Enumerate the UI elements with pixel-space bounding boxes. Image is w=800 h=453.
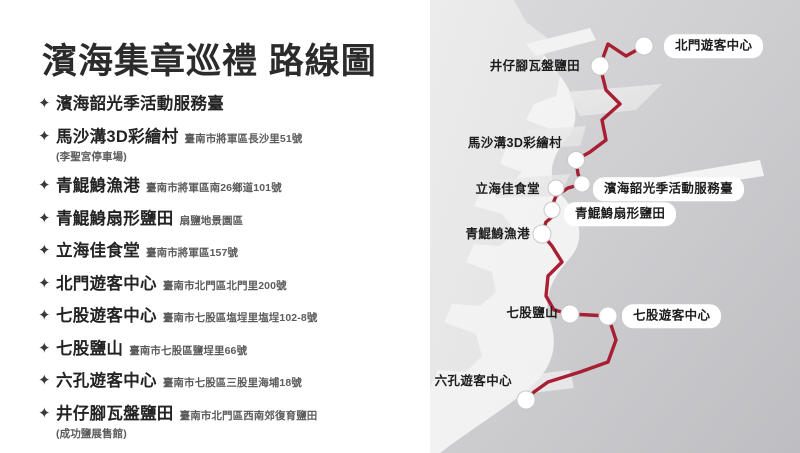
map-label-qiguyanshan[interactable]: 七股鹽山 <box>506 305 558 320</box>
stop-address: 臺南市七股區鹽埕里66號 <box>129 344 248 357</box>
stop-address: 扇鹽地景園區 <box>179 214 244 227</box>
list-item[interactable]: ✦ 立海佳食堂臺南市將軍區157號 <box>38 237 438 261</box>
list-item[interactable]: ✦ 北門遊客中心臺南市北門區北門里200號 <box>38 270 438 294</box>
stop-note: (李聖宮停車場) <box>56 150 127 163</box>
stop-name: 七股遊客中心 <box>56 307 157 325</box>
stop-address: 臺南市北門區西南郊復育鹽田 <box>179 409 318 422</box>
stop-address: 臺南市將軍區長沙里51號 <box>184 132 303 145</box>
map-graphic <box>430 0 800 453</box>
stop-list: ✦ 濱海韶光季活動服務臺 ✦ 馬沙溝3D彩繪村臺南市將軍區長沙里51號 (李聖宮… <box>38 90 438 449</box>
map-label-qigu[interactable]: 七股遊客中心 <box>622 304 722 328</box>
four-point-star-icon: ✦ <box>38 274 51 292</box>
stop-name: 濱海韶光季活動服務臺 <box>56 95 224 113</box>
four-point-star-icon: ✦ <box>38 372 51 389</box>
list-item[interactable]: ✦ 七股遊客中心臺南市七股區塩埕里塩埕102-8號 <box>38 302 438 326</box>
stop-address: 臺南市將軍區南26鄉道101號 <box>146 182 282 194</box>
stop-name: 立海佳食堂 <box>56 242 140 260</box>
page-title: 濱海集章巡禮 路線圖 <box>42 42 377 81</box>
stop-name: 井仔腳瓦盤鹽田 <box>56 404 174 423</box>
map-label-liukong[interactable]: 六孔遊客中心 <box>434 373 512 388</box>
four-point-star-icon: ✦ <box>38 242 51 259</box>
list-item[interactable]: ✦ 馬沙溝3D彩繪村臺南市將軍區長沙里51號 (李聖宮停車場) <box>38 123 438 164</box>
list-item[interactable]: ✦ 青鯤鯓漁港臺南市將軍區南26鄉道101號 <box>38 172 438 196</box>
list-item[interactable]: ✦ 青鯤鯓扇形鹽田扇鹽地景園區 <box>38 205 438 229</box>
stop-address: 臺南市北門區北門里200號 <box>162 279 287 292</box>
four-point-star-icon: ✦ <box>38 127 51 145</box>
four-point-star-icon: ✦ <box>38 95 51 112</box>
map-label-mashagou[interactable]: 馬沙溝3D彩繪村 <box>467 135 562 150</box>
map-label-shanxing[interactable]: 青鯤鯓扇形鹽田 <box>564 202 677 226</box>
map-label-binhai[interactable]: 濱海韶光季活動服務臺 <box>593 177 745 201</box>
stop-name: 青鯤鯓扇形鹽田 <box>56 209 174 228</box>
stop-name: 六孔遊客中心 <box>56 372 157 390</box>
list-item[interactable]: ✦ 六孔遊客中心臺南市七股區三股里海埔18號 <box>38 367 438 391</box>
map-label-jingzaijiao[interactable]: 井仔腳瓦盤鹽田 <box>489 58 580 73</box>
stop-note: (成功鹽展售館) <box>56 427 127 440</box>
info-panel: 濱海集章巡禮 路線圖 ✦ 濱海韶光季活動服務臺 ✦ 馬沙溝3D彩繪村臺南市將軍區… <box>38 42 438 449</box>
four-point-star-icon: ✦ <box>38 404 51 422</box>
stop-name: 青鯤鯓漁港 <box>56 177 140 195</box>
map-label-lihai[interactable]: 立海佳食堂 <box>475 181 540 196</box>
map-label-beimen[interactable]: 北門遊客中心 <box>664 34 764 58</box>
four-point-star-icon: ✦ <box>38 339 51 357</box>
route-nodes <box>516 36 654 410</box>
stop-name: 馬沙溝3D彩繪村 <box>56 127 179 146</box>
four-point-star-icon: ✦ <box>38 209 51 227</box>
stop-name: 七股鹽山 <box>56 339 124 358</box>
list-item[interactable]: ✦ 井仔腳瓦盤鹽田臺南市北門區西南郊復育鹽田 (成功鹽展售館) <box>38 400 438 441</box>
list-item[interactable]: ✦ 濱海韶光季活動服務臺 <box>38 90 438 114</box>
four-point-star-icon: ✦ <box>38 307 51 324</box>
stop-address: 臺南市七股區塩埕里塩埕102-8號 <box>162 312 318 324</box>
list-item[interactable]: ✦ 七股鹽山臺南市七股區鹽埕里66號 <box>38 335 438 359</box>
map-label-qingkunshen[interactable]: 青鯤鯓漁港 <box>465 226 530 241</box>
stop-address: 臺南市七股區三股里海埔18號 <box>162 377 302 389</box>
stop-address: 臺南市將軍區157號 <box>146 247 239 259</box>
four-point-star-icon: ✦ <box>38 177 51 194</box>
stop-name: 北門遊客中心 <box>56 274 157 293</box>
map-panel: 北門遊客中心 井仔腳瓦盤鹽田 馬沙溝3D彩繪村 濱海韶光季活動服務臺 立海佳食堂… <box>430 0 800 453</box>
